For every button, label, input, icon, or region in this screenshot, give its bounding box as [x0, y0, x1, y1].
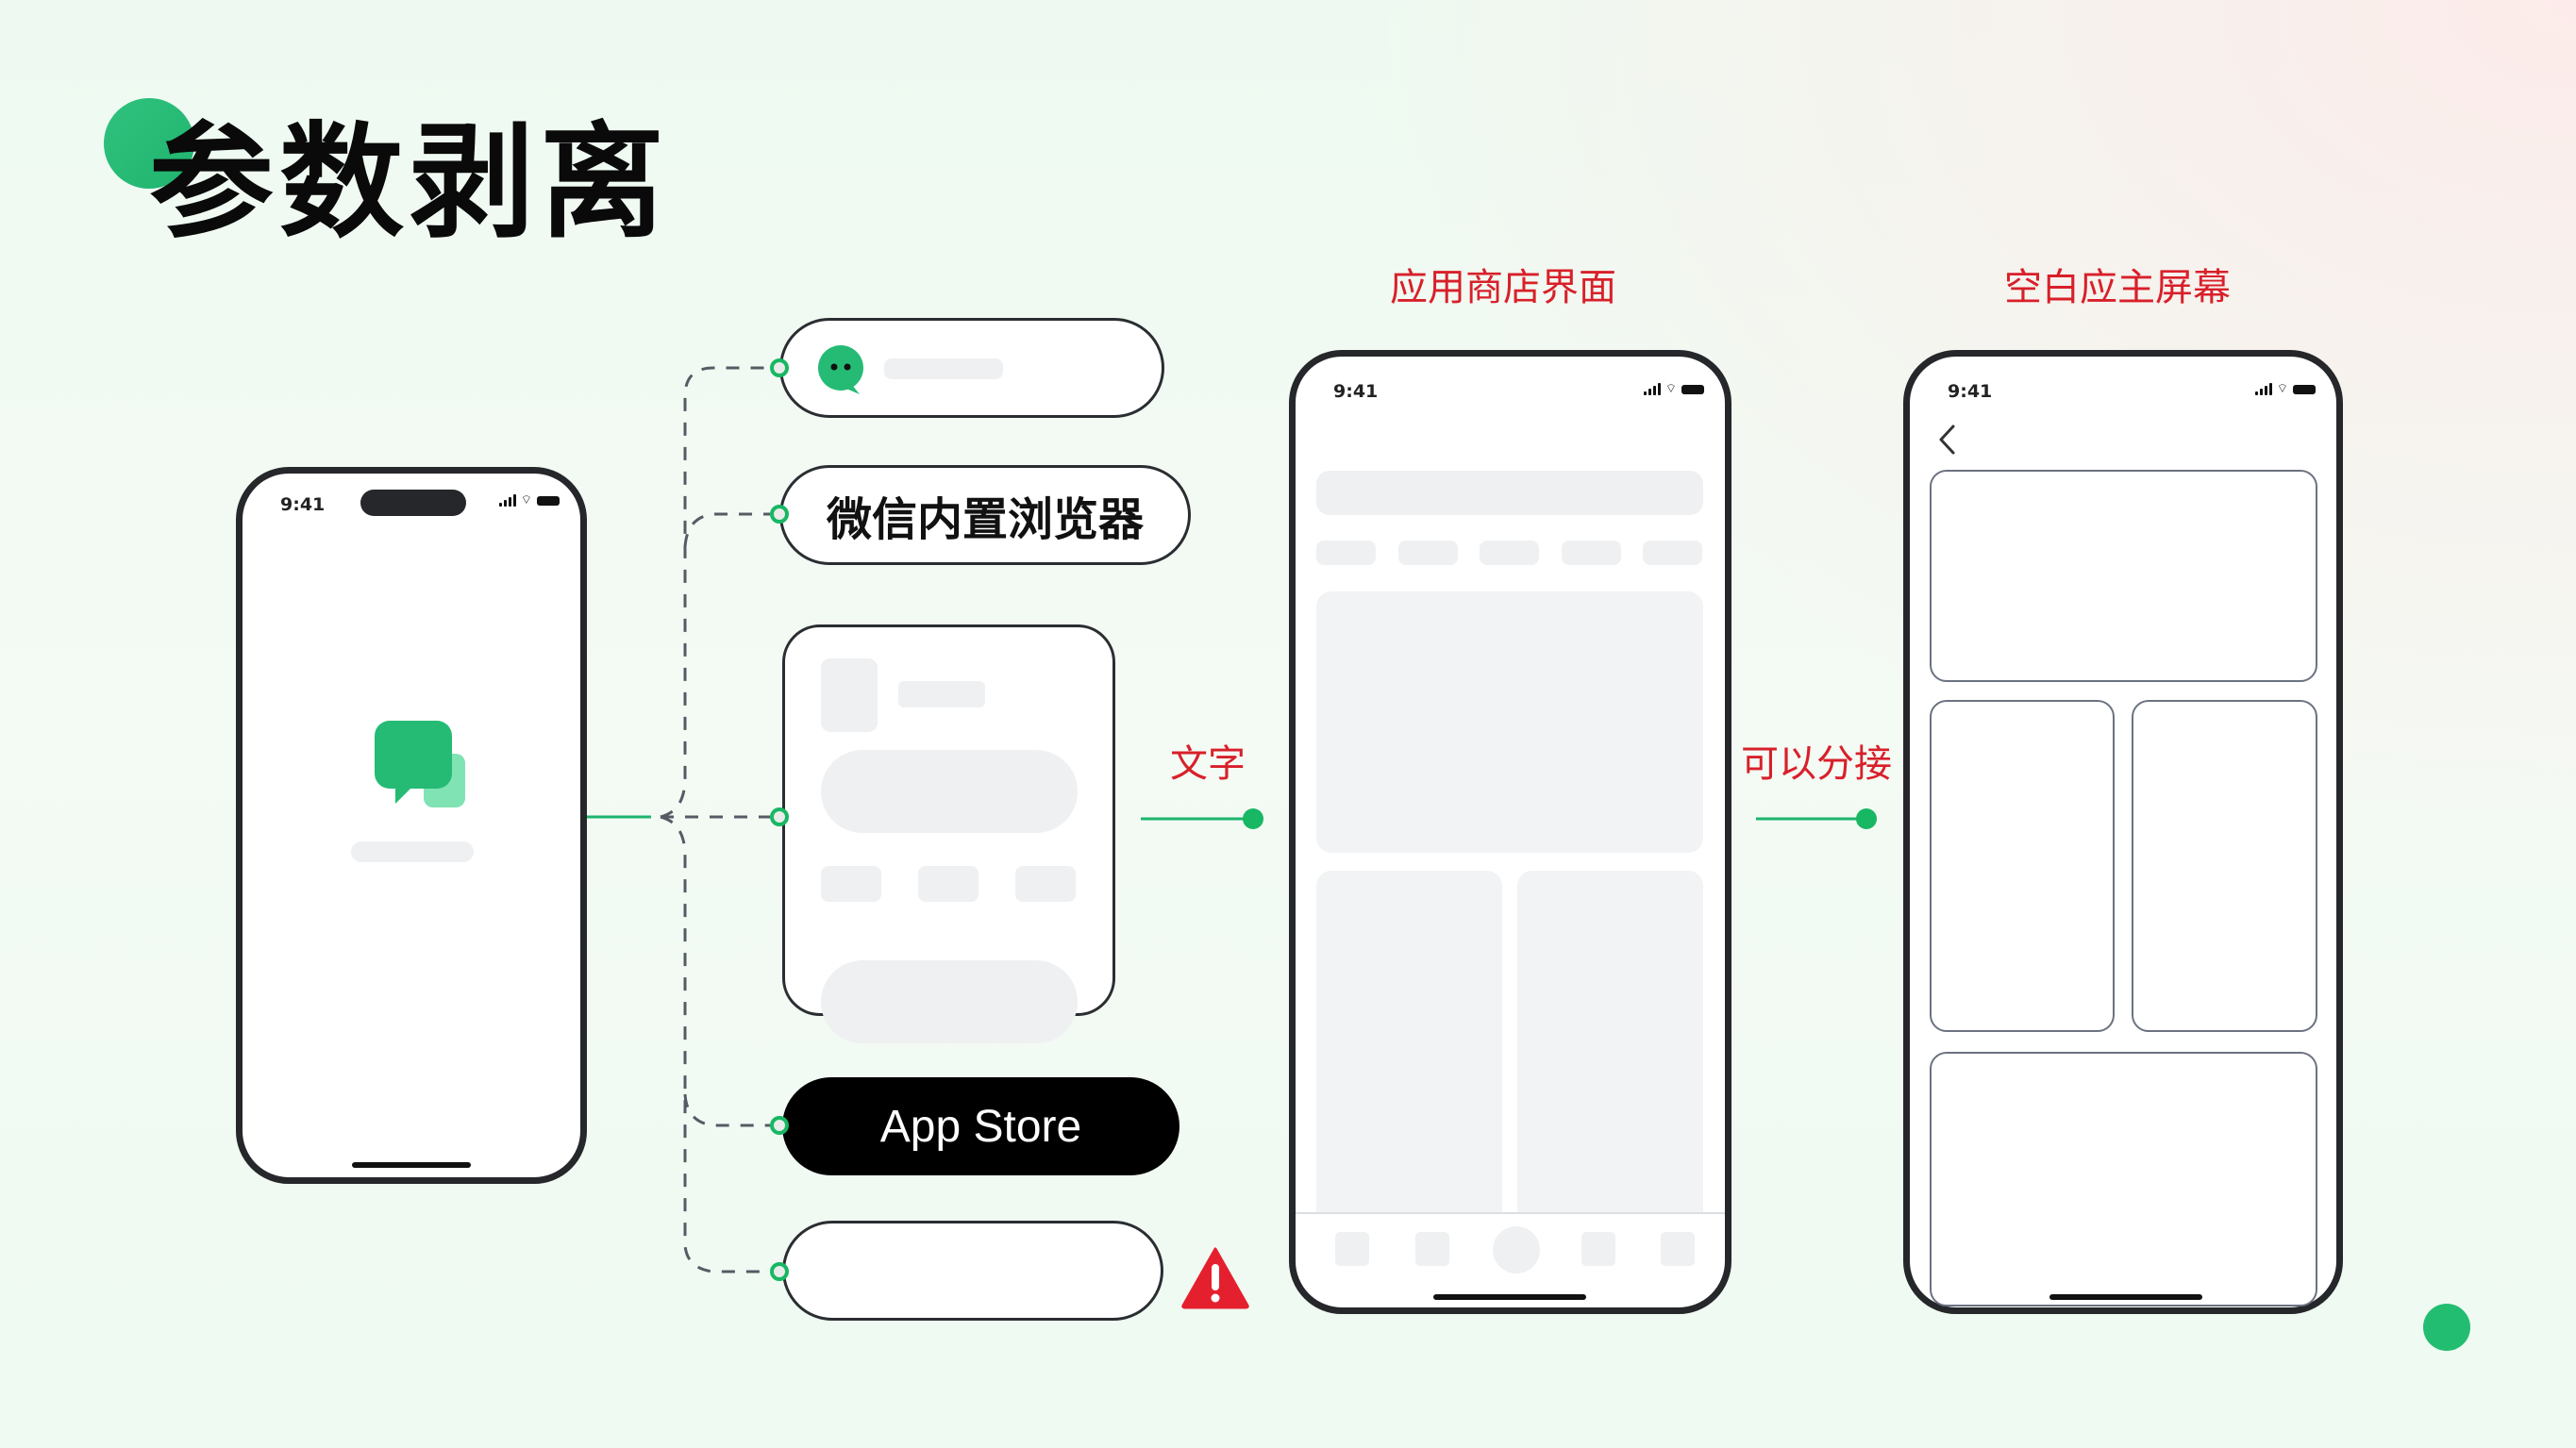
status-icons: ⌔ [1643, 382, 1704, 396]
chip-placeholder [821, 866, 881, 902]
status-time: 9:41 [1333, 381, 1379, 402]
chip-placeholder [1480, 541, 1539, 565]
tab-icon-placeholder[interactable] [1415, 1232, 1449, 1266]
connector-label-text: 文字 [1170, 742, 1246, 786]
text-placeholder [884, 358, 1003, 379]
status-time: 9:41 [280, 494, 326, 515]
status-icons: ⌔ [498, 493, 560, 508]
search-placeholder [1316, 471, 1703, 515]
blank-home-phone: 9:41 ⌔ [1903, 350, 2343, 1314]
empty-widget-box [2132, 700, 2317, 1032]
wifi-icon: ⌔ [520, 493, 532, 508]
battery-icon [1681, 384, 1704, 394]
pill-label: App Store [879, 1101, 1082, 1152]
status-icons: ⌔ [2254, 382, 2316, 396]
branch-node [770, 1116, 789, 1135]
branch-node [770, 505, 789, 524]
empty-widget-box [1930, 470, 2317, 682]
branch-node [770, 358, 789, 377]
app-store-pill[interactable]: App Store [782, 1077, 1179, 1175]
battery-icon [2293, 384, 2316, 394]
chip-placeholder [1398, 541, 1458, 565]
appstore-screen-phone: 9:41 ⌔ [1289, 350, 1731, 1314]
connector-end-dot [1856, 808, 1877, 829]
battery-icon [537, 495, 560, 506]
source-phone: 9:41 ⌔ [236, 467, 587, 1184]
home-indicator [2049, 1294, 2202, 1300]
tab-icon-placeholder[interactable] [1581, 1232, 1615, 1266]
pill-label: 微信内置浏览器 [826, 493, 1144, 546]
tab-icon-placeholder[interactable] [1335, 1232, 1369, 1266]
home-indicator [1433, 1294, 1586, 1300]
chip-placeholder [1643, 541, 1702, 565]
chip-placeholder [1562, 541, 1621, 565]
tab-icon-placeholder[interactable] [1661, 1232, 1695, 1266]
chevron-left-icon[interactable] [1936, 423, 1959, 457]
card-placeholder [1517, 871, 1703, 1212]
connector-end-dot [1243, 808, 1263, 829]
wifi-icon: ⌔ [1664, 382, 1677, 396]
tab-bar-divider [1296, 1212, 1725, 1214]
title-decor-dot [104, 98, 194, 189]
dynamic-island [360, 490, 466, 516]
status-time: 9:41 [1948, 381, 1993, 402]
wifi-icon: ⌔ [2276, 382, 2288, 396]
home-indicator [352, 1162, 471, 1168]
empty-pill[interactable] [782, 1221, 1163, 1321]
signal-icon [498, 494, 516, 507]
app-name-placeholder [351, 841, 474, 862]
chip-placeholder [918, 866, 979, 902]
block-placeholder [821, 750, 1078, 833]
warning-icon [1181, 1247, 1249, 1309]
skeleton-card[interactable] [782, 624, 1115, 1043]
signal-icon [2254, 383, 2272, 395]
chip-placeholder [1316, 541, 1376, 565]
decor-dot [2423, 1304, 2470, 1351]
chip-placeholder [1015, 866, 1076, 902]
text-placeholder [898, 681, 985, 707]
wechat-pill[interactable] [779, 318, 1164, 418]
branch-node [770, 1262, 789, 1281]
signal-icon [1643, 383, 1661, 395]
appstore-screen-heading: 应用商店界面 [1390, 266, 1616, 309]
chat-bubbles-icon [375, 721, 465, 807]
connector-label-text: 可以分接 [1741, 742, 1892, 786]
branch-node [770, 807, 789, 826]
wechat-icon [818, 345, 863, 394]
card-placeholder [1316, 871, 1502, 1212]
wechat-browser-pill[interactable]: 微信内置浏览器 [779, 465, 1191, 565]
empty-widget-box [1930, 1052, 2317, 1307]
tab-icon-placeholder[interactable] [1493, 1226, 1540, 1273]
banner-placeholder [1316, 591, 1703, 853]
page-title: 参数剥离 [149, 110, 670, 256]
thumb-placeholder [821, 658, 878, 732]
empty-widget-box [1930, 700, 2115, 1032]
blank-screen-heading: 空白应主屏幕 [2004, 266, 2231, 309]
block-placeholder [821, 960, 1078, 1043]
